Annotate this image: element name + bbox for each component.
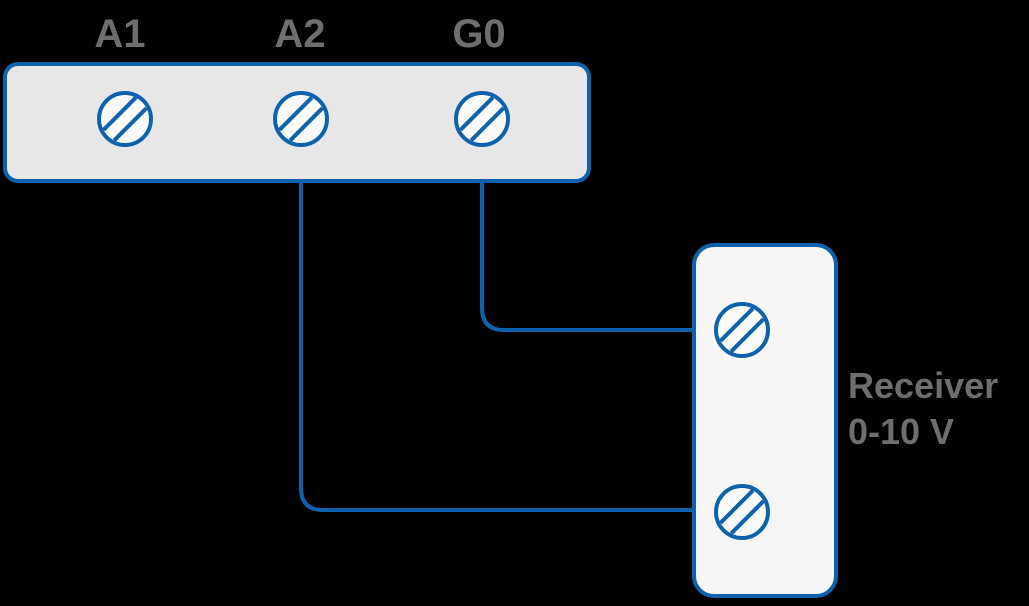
wire-g0-to-receiver-top xyxy=(480,183,694,332)
receiver-block xyxy=(692,243,838,598)
terminal-label-a2: A2 xyxy=(274,12,325,56)
terminal-label-a1: A1 xyxy=(94,12,145,56)
receiver-bottom-screw-icon xyxy=(714,484,770,540)
wire-a2-to-receiver-bottom xyxy=(299,183,694,512)
receiver-name-label: Receiver xyxy=(848,365,998,406)
terminal-a1-screw-icon xyxy=(97,91,153,147)
terminal-g0-screw-icon xyxy=(454,91,510,147)
receiver-voltage-label: 0-10 V xyxy=(848,411,954,452)
terminal-a2-screw-icon xyxy=(273,91,329,147)
receiver-top-screw-icon xyxy=(714,302,770,358)
terminal-label-g0: G0 xyxy=(452,12,505,56)
